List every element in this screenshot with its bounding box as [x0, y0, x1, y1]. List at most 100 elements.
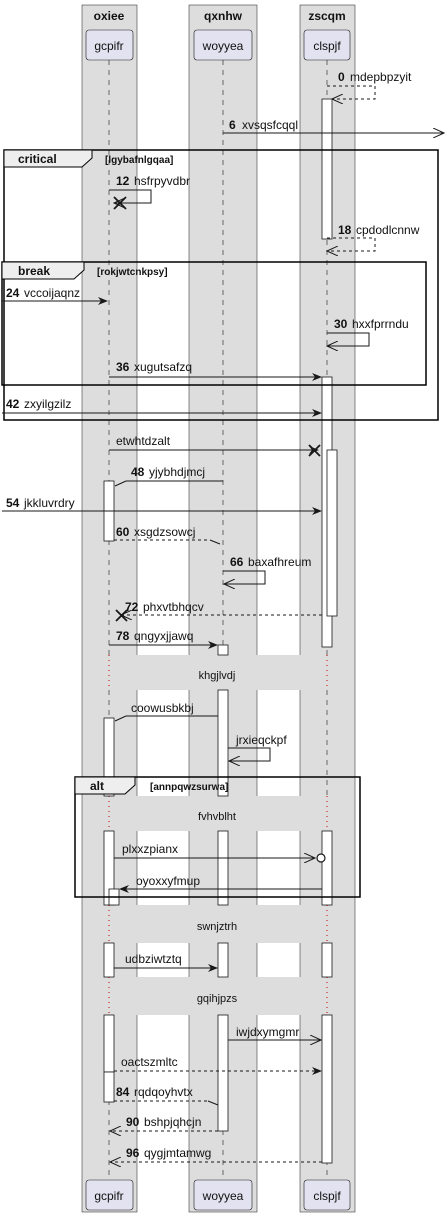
dividers: khgjlvdj fvhvblht swnjztrh gqihjpzs [197, 670, 238, 1005]
message-number: 48 [131, 465, 145, 479]
message-60: 60 xsgdzsowcj [114, 525, 221, 545]
fragment-kind: break [18, 264, 50, 278]
message-30: 30 hxxfprrndu [327, 317, 409, 346]
message-72: 72 phxvtbhqcv [115, 600, 322, 622]
divider-label: fvhvblht [198, 811, 236, 823]
destroy-icon [308, 444, 321, 457]
message-label: xugutsafzq [134, 360, 192, 374]
message-number: 12 [116, 174, 130, 188]
message-42: 42 zxyilgzilz [2, 397, 322, 417]
message-label: hxxfprrndu [352, 317, 409, 331]
message-label: xvsqsfcqql [242, 118, 298, 132]
group-title: qxnhw [204, 9, 243, 23]
message-12: 12 hsfrpyvdbr [109, 174, 190, 210]
message-label: qngyxjjawq [134, 629, 193, 643]
participant-woyyea-top[interactable]: woyyea [193, 29, 253, 61]
message-iwjdxymgmr: iwjdxymgmr [228, 1025, 321, 1040]
message-number: 72 [125, 600, 139, 614]
message-oyoxxyfmup: oyoxxyfmup [119, 874, 322, 893]
message-label: yjybhdjmcj [149, 465, 205, 479]
message-label: xsgdzsowcj [134, 525, 195, 539]
participant-label: woyyea [202, 1189, 244, 1203]
message-label: jrxieqckpf [235, 733, 287, 747]
message-number: 66 [230, 555, 244, 569]
fragment-guard: [rokjwtcnkpsy] [97, 267, 168, 278]
message-label: iwjdxymgmr [236, 1025, 299, 1039]
message-label: jkkluvrdry [23, 496, 75, 510]
divider-gaps [100, 655, 340, 1015]
participant-label: clspjf [313, 39, 341, 53]
message-label: plxxzpianx [122, 842, 178, 856]
participant-woyyea-bottom[interactable]: woyyea [193, 1179, 253, 1211]
fragment-kind: alt [90, 779, 104, 793]
message-etwhtdzalt: etwhtdzalt [109, 434, 321, 457]
message-label: baxafhreum [248, 555, 311, 569]
message-84: 84 rqdqoyhvtx [114, 1085, 219, 1106]
message-96: 96 qygjmtamwg [110, 1146, 322, 1162]
message-number: 18 [338, 223, 352, 237]
circle-endpoint-icon [316, 853, 326, 863]
message-number: 42 [6, 397, 20, 411]
message-0: 0 mdepbpzyit [327, 70, 412, 99]
destroy-icon [113, 196, 127, 210]
message-number: 54 [6, 496, 20, 510]
fragment-guard: [annpqwzsurwa] [150, 782, 228, 793]
divider-label: swnjztrh [197, 921, 237, 933]
message-label: hsfrpyvdbr [134, 174, 190, 188]
fragment-kind: critical [18, 152, 57, 166]
participant-label: woyyea [202, 39, 244, 53]
destroy-icon [115, 609, 128, 622]
message-label: phxvtbhqcv [143, 600, 204, 614]
message-coowusbkbj: coowusbkbj [114, 701, 218, 722]
participant-label: clspjf [313, 1189, 341, 1203]
message-label: bshpjqhcjn [144, 1115, 201, 1129]
group-title: zscqm [308, 9, 345, 23]
message-label: vccoijaqnz [24, 286, 80, 300]
message-number: 60 [116, 525, 130, 539]
message-udbziwtztq: udbziwtztq [114, 952, 218, 972]
message-number: 96 [126, 1146, 140, 1160]
message-label: mdepbpzyit [350, 70, 412, 84]
message-90: 90 bshpjqhcjn [110, 1115, 218, 1131]
message-24: 24 vccoijaqnz [2, 286, 108, 305]
message-label: udbziwtztq [125, 952, 182, 966]
group-title: oxiee [94, 9, 125, 23]
participant-label: gcpifr [94, 39, 123, 53]
message-18: 18 cpdodlcnnw [327, 223, 420, 251]
participant-clspjf-bottom[interactable]: clspjf [303, 1179, 351, 1211]
divider-dotted-lines [108, 655, 328, 1015]
message-label: cpdodlcnnw [356, 223, 420, 237]
message-number: 30 [334, 317, 348, 331]
fragment-guard: [lgybafnlgqaa] [105, 155, 173, 166]
message-label: qygjmtamwg [144, 1146, 211, 1160]
message-number: 78 [116, 629, 130, 643]
message-number: 84 [116, 1085, 130, 1099]
message-label: oactszmltc [121, 1055, 178, 1069]
divider-label: khgjlvdj [199, 670, 236, 682]
participant-label: gcpifr [94, 1189, 123, 1203]
message-oactszmltc: oactszmltc [114, 1055, 322, 1075]
message-label: rqdqoyhvtx [134, 1085, 193, 1099]
fragment-alt: alt [annpqwzsurwa] [74, 776, 361, 898]
message-label: zxyilgzilz [24, 397, 71, 411]
fragment-critical: critical [lgybafnlgqaa] [3, 149, 439, 421]
participant-gcpifr-bottom[interactable]: gcpifr [85, 1179, 134, 1211]
message-number: 90 [126, 1115, 140, 1129]
message-36: 36 xugutsafzq [109, 360, 322, 381]
message-plxxzpianx: plxxzpianx [114, 842, 326, 863]
message-number: 24 [6, 286, 20, 300]
message-label: etwhtdzalt [116, 434, 171, 448]
message-66: 66 baxafhreum [223, 555, 311, 584]
participant-gcpifr-top[interactable]: gcpifr [85, 29, 134, 61]
message-label: oyoxxyfmup [136, 874, 200, 888]
message-number: 6 [229, 118, 236, 132]
message-78: 78 qngyxjjawq [109, 629, 218, 649]
message-number: 0 [338, 70, 345, 84]
message-48: 48 yjybhdjmcj [114, 465, 223, 487]
participant-clspjf-top[interactable]: clspjf [303, 29, 351, 61]
fragment-break: break [rokjwtcnkpsy] [1, 261, 427, 386]
message-jrxieqckpf: jrxieqckpf [228, 733, 287, 761]
message-number: 36 [116, 360, 130, 374]
message-label: coowusbkbj [131, 701, 194, 715]
